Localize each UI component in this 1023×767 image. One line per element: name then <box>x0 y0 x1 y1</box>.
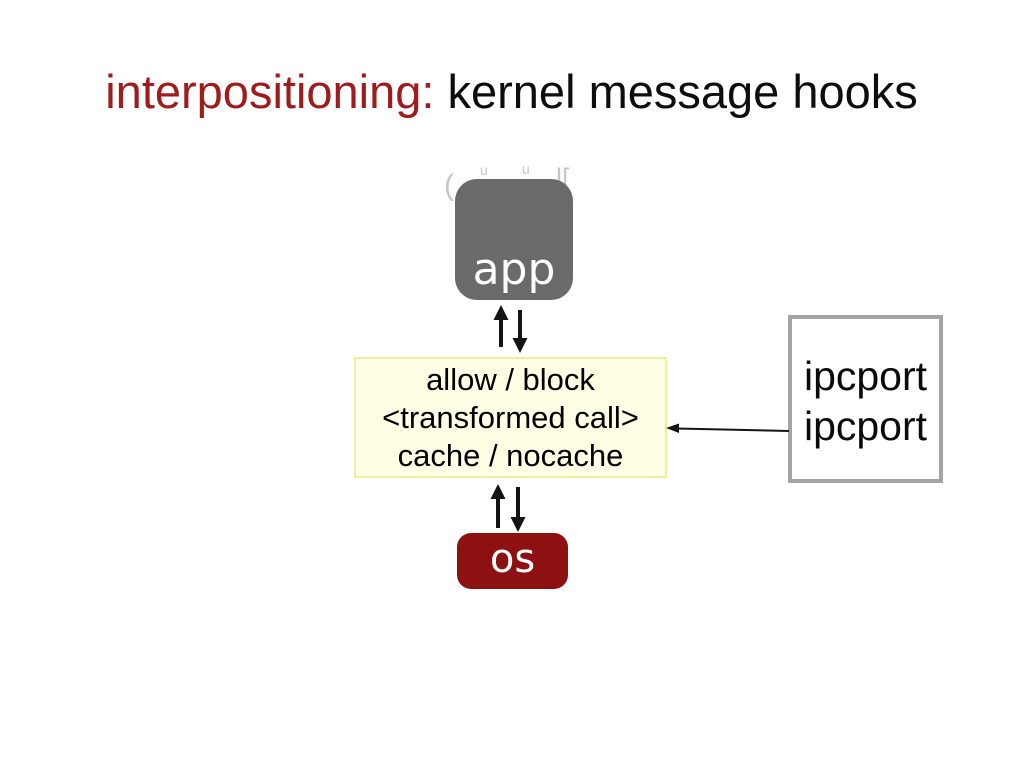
ghost-fragment-top-1: u <box>480 162 488 178</box>
app-box-label: app <box>472 244 556 295</box>
ghost-fragment-left: ( <box>444 169 454 202</box>
policy-line-transformed-call: <transformed call> <box>382 399 639 435</box>
policy-line-allow-block: allow / block <box>426 361 595 397</box>
policy-os-up-arrow-icon <box>490 484 506 528</box>
policy-box: allow / block <transformed call> cache /… <box>354 357 667 478</box>
app-policy-up-arrow-icon <box>493 305 509 347</box>
app-box: app <box>455 179 573 300</box>
ipcport-line-2: ipcport <box>803 403 928 449</box>
ipcport-policy-arrow-icon <box>666 423 790 433</box>
policy-line-cache-nocache: cache / nocache <box>397 437 624 473</box>
ipcport-box: ipcport ipcport <box>788 315 943 483</box>
slide-title: interpositioning: kernel message hooks <box>0 64 1023 120</box>
os-box-label: os <box>489 536 536 582</box>
ipcport-line-1: ipcport <box>803 353 928 399</box>
title-rest: kernel message hooks <box>447 65 918 118</box>
os-box: os <box>457 533 568 589</box>
policy-os-down-arrow-icon <box>510 487 526 532</box>
ghost-fragment-top-2: u <box>522 161 530 177</box>
title-highlight: interpositioning: <box>105 65 448 118</box>
app-policy-down-arrow-icon <box>512 310 528 353</box>
